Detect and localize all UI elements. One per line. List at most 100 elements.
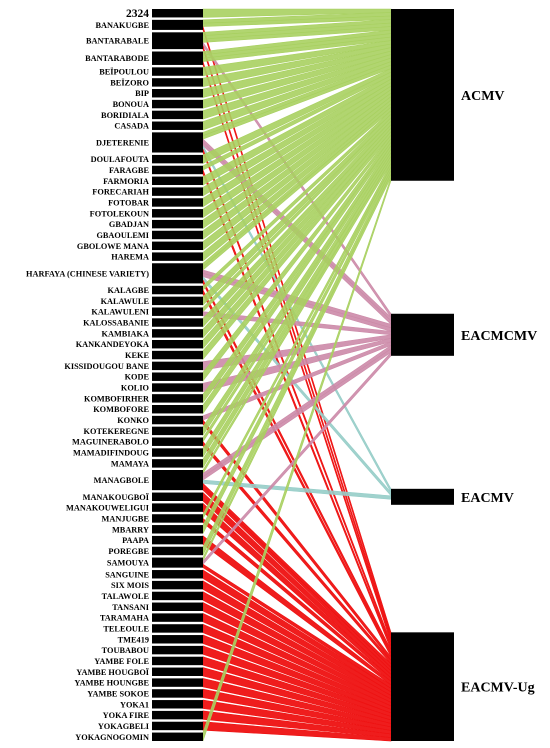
source-node-tansani	[152, 602, 203, 611]
source-label-doulafouta: DOULAFOUTA	[91, 155, 149, 164]
source-label-kankandeyoka: KANKANDEYOKA	[76, 340, 149, 349]
source-node-djeterenie	[152, 132, 203, 153]
source-label-bantarabode: BANTARABODE	[85, 54, 149, 63]
source-node-keke	[152, 350, 203, 360]
source-label-mamadifindoug: MAMADIFINDOUG	[73, 449, 150, 458]
source-nodes	[152, 9, 203, 741]
source-label-poregbe: POREGBE	[108, 547, 149, 556]
source-label-gbolowe-mana: GBOLOWE MANA	[77, 242, 149, 251]
source-label-be-poulou: BEÏPOULOU	[99, 68, 149, 77]
flow-links	[202, 8, 392, 742]
source-label-kambiaka: KAMBIAKA	[102, 329, 149, 338]
source-label-be-zoro: BEÏZORO	[110, 78, 149, 87]
target-nodes	[391, 9, 454, 741]
source-node-sanguine	[152, 570, 203, 579]
source-node-manakouweligui	[152, 503, 203, 512]
source-label-gbaoulemi: GBAOULEMI	[96, 231, 149, 240]
source-node-doulafouta	[152, 154, 203, 164]
source-label-yambe-hougbo: YAMBE HOUGBOÏ	[76, 668, 149, 677]
source-node-bonoua	[152, 99, 203, 109]
source-node-manakougbo	[152, 492, 203, 501]
source-label-farmoria: FARMORIA	[103, 177, 149, 186]
source-label-2324: 2324	[126, 8, 149, 20]
source-label-kissidougou-bane: KISSIDOUGOU BANE	[64, 362, 149, 371]
source-node-yambe-fole	[152, 656, 203, 666]
source-node-kolio	[152, 383, 203, 392]
source-node-kambiaka	[152, 329, 203, 338]
source-label-tansani: TANSANI	[112, 603, 149, 612]
source-label-maguinerabolo: MAGUINERABOLO	[72, 438, 150, 447]
source-node-be-zoro	[152, 78, 203, 87]
source-node-kankandeyoka	[152, 339, 203, 349]
source-label-kolio: KOLIO	[121, 384, 150, 393]
source-node-kode	[152, 372, 203, 381]
source-node-managbole	[152, 470, 203, 491]
source-label-fotolekoun: FOTOLEKOUN	[90, 209, 149, 218]
source-node-boridiala	[152, 110, 203, 120]
source-label-kalagbe: KALAGBE	[108, 286, 150, 295]
source-node-taramaha	[152, 613, 203, 622]
source-label-tme419: TME419	[118, 635, 149, 644]
source-label-taramaha: TARAMAHA	[100, 614, 149, 623]
source-node-gbolowe-mana	[152, 241, 203, 251]
source-node-manjugbe	[152, 514, 203, 523]
source-label-mamaya: MAMAYA	[111, 459, 149, 468]
source-label-talawole: TALAWOLE	[102, 592, 150, 601]
source-label-yokagnogomin: YOKAGNOGOMIN	[75, 733, 149, 742]
source-node-forecariah	[152, 187, 203, 196]
source-node-yambe-hougbo	[152, 667, 203, 676]
source-label-toubabou: TOUBABOU	[102, 646, 149, 655]
source-node-yoka1	[152, 700, 203, 709]
source-node-samouya	[152, 557, 203, 568]
target-node-acmv	[391, 9, 454, 181]
source-label-harfaya-chinese-variety: HARFAYA (CHINESE VARIETY)	[26, 269, 149, 278]
source-label-kalawuleni: KALAWULENI	[91, 308, 149, 317]
source-label-bonoua: BONOUA	[113, 100, 149, 109]
source-node-harema	[152, 252, 203, 261]
source-node-paapa	[152, 535, 203, 545]
source-label-six-mois: SIX MOIS	[111, 581, 149, 590]
source-node-mamaya	[152, 459, 203, 468]
source-node-kalagbe	[152, 285, 203, 295]
source-node-2324	[152, 9, 203, 18]
source-label-kotekeregne: KOTEKEREGNE	[84, 427, 150, 436]
source-node-kombofore	[152, 404, 203, 414]
source-label-kalossabanie: KALOSSABANIE	[83, 319, 149, 328]
source-label-yambe-sokoe: YAMBE SOKOE	[87, 689, 149, 698]
source-node-farmoria	[152, 176, 203, 186]
source-node-bantarabode	[152, 51, 203, 65]
source-label-teleoule: TELEOULE	[103, 624, 149, 633]
source-node-gbadjan	[152, 219, 203, 229]
source-node-harfaya-chinese-variety	[152, 263, 203, 284]
source-label-forecariah: FORECARIAH	[92, 188, 149, 197]
source-node-casada	[152, 121, 203, 130]
source-label-konko: KONKO	[117, 416, 149, 425]
source-label-banakugbe: BANAKUGBE	[96, 21, 150, 30]
source-node-poregbe	[152, 546, 203, 556]
source-label-harema: HAREMA	[111, 253, 149, 262]
source-node-maguinerabolo	[152, 437, 203, 446]
source-node-kalossabanie	[152, 318, 203, 327]
target-node-eacmv	[391, 488, 454, 505]
source-node-banakugbe	[152, 19, 203, 30]
target-node-eacmcmv	[391, 313, 454, 356]
source-node-kalawuleni	[152, 307, 203, 316]
source-node-yambe-sokoe	[152, 689, 203, 698]
source-node-fotobar	[152, 198, 203, 207]
source-node-teleoule	[152, 624, 203, 633]
source-label-yambe-houngbe: YAMBE HOUNGBE	[74, 679, 149, 688]
source-label-sanguine: SANGUINE	[105, 570, 149, 579]
target-label-eacmv: EACMV	[461, 491, 514, 506]
source-node-konko	[152, 415, 203, 425]
source-label-kombofirher: KOMBOFIRHER	[84, 394, 150, 403]
source-label-manjugbe: MANJUGBE	[102, 514, 150, 523]
source-node-yoka-fire	[152, 710, 203, 720]
source-label-bip: BIP	[135, 89, 149, 98]
source-node-kalawule	[152, 296, 203, 306]
source-label-keke: KEKE	[125, 351, 149, 360]
source-node-mbarry	[152, 525, 203, 534]
source-label-paapa: PAAPA	[122, 536, 149, 545]
source-label-fotobar: FOTOBAR	[108, 198, 150, 207]
source-label-bantarabale: BANTARABALE	[86, 37, 149, 46]
